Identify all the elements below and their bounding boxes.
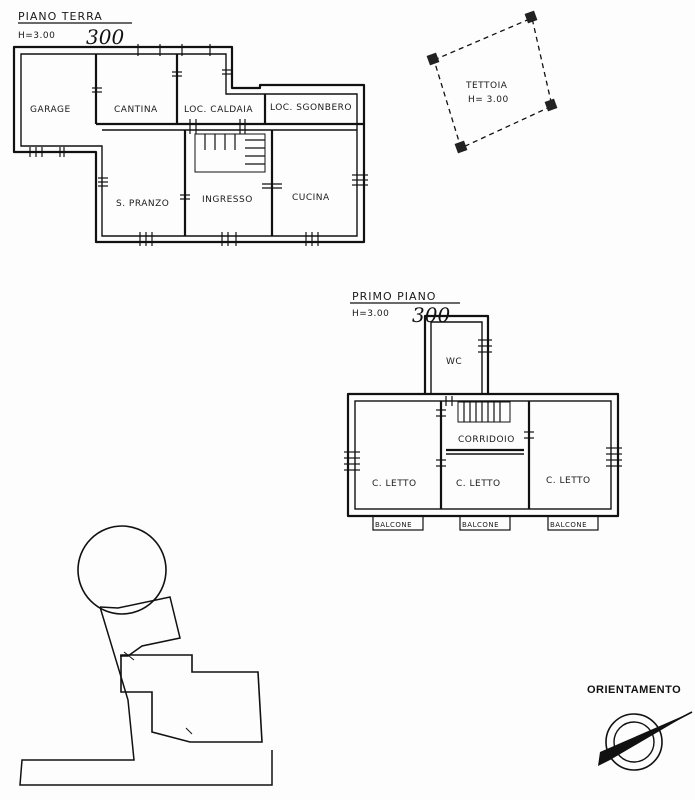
room-label-caldaia: LOC. CALDAIA	[184, 105, 253, 115]
room-label-letto-right: C. LETTO	[546, 476, 591, 486]
canopy-height-label: H= 3.00	[468, 95, 509, 105]
ground-floor-height-label: H=3.00	[18, 31, 55, 41]
canopy-outline	[433, 17, 553, 149]
balcony-label: BALCONE	[375, 521, 412, 529]
ground-floor-inner-wall	[20, 53, 358, 237]
balcony-right	[547, 515, 599, 531]
site-building-footprint	[120, 654, 263, 743]
ground-floor-plan: PIANO TERRA H=3.00 300	[12, 10, 368, 246]
site-plan	[19, 525, 273, 786]
canopy-name: TETTOIA	[465, 81, 508, 91]
site-boundary	[19, 606, 273, 786]
first-floor-title: PRIMO PIANO	[352, 290, 436, 303]
balcony-label: BALCONE	[462, 521, 499, 529]
room-label-cantina: CANTINA	[114, 105, 158, 115]
room-label-cucina: CUCINA	[292, 193, 330, 203]
wc-inner-wall	[430, 321, 483, 394]
room-label-letto-mid: C. LETTO	[456, 479, 501, 489]
orientation-label: ORIENTAMENTO	[587, 684, 681, 696]
site-circle	[77, 525, 167, 615]
compass-arrow-icon	[598, 712, 692, 766]
ground-floor-title: PIANO TERRA	[18, 10, 103, 23]
compass-inner-circle	[613, 721, 655, 763]
first-floor-stair	[457, 401, 511, 423]
balcony-left	[372, 515, 424, 531]
balconies: BALCONE BALCONE BALCONE	[372, 515, 599, 531]
balcony-label: BALCONE	[550, 521, 587, 529]
first-floor-outer-wall	[346, 392, 620, 518]
room-label-garage: GARAGE	[30, 105, 71, 115]
room-label-wc: WC	[446, 357, 462, 367]
site-outline-upper	[99, 596, 181, 657]
room-label-ingresso: INGRESSO	[202, 195, 253, 205]
room-label-pranzo: S. PRANZO	[116, 199, 169, 209]
room-label-letto-left: C. LETTO	[372, 479, 417, 489]
canopy-pillar	[454, 140, 468, 154]
orientation-compass: ORIENTAMENTO	[587, 684, 693, 771]
ground-floor-outer-wall	[12, 45, 366, 244]
balcony-middle	[459, 515, 511, 531]
canopy-pillar	[426, 52, 440, 66]
ground-floor-stair	[194, 133, 266, 173]
canopy-plan: TETTOIA H= 3.00	[426, 10, 558, 154]
room-label-sgombero: LOC. SGONBERO	[270, 103, 352, 113]
first-floor-height-label: H=3.00	[352, 309, 389, 319]
ground-floor-height-handwritten: 300	[86, 25, 124, 49]
first-floor-openings	[344, 339, 622, 471]
room-label-corridoio: CORRIDOIO	[458, 435, 515, 445]
wc-outer-wall	[423, 314, 490, 394]
canopy-pillar	[544, 98, 558, 112]
first-floor-inner-wall	[354, 400, 612, 510]
first-floor-plan: PRIMO PIANO H=3.00 300	[344, 290, 622, 531]
ground-floor-openings	[29, 44, 368, 246]
canopy-pillar	[524, 10, 538, 24]
compass-outer-circle	[605, 713, 663, 771]
